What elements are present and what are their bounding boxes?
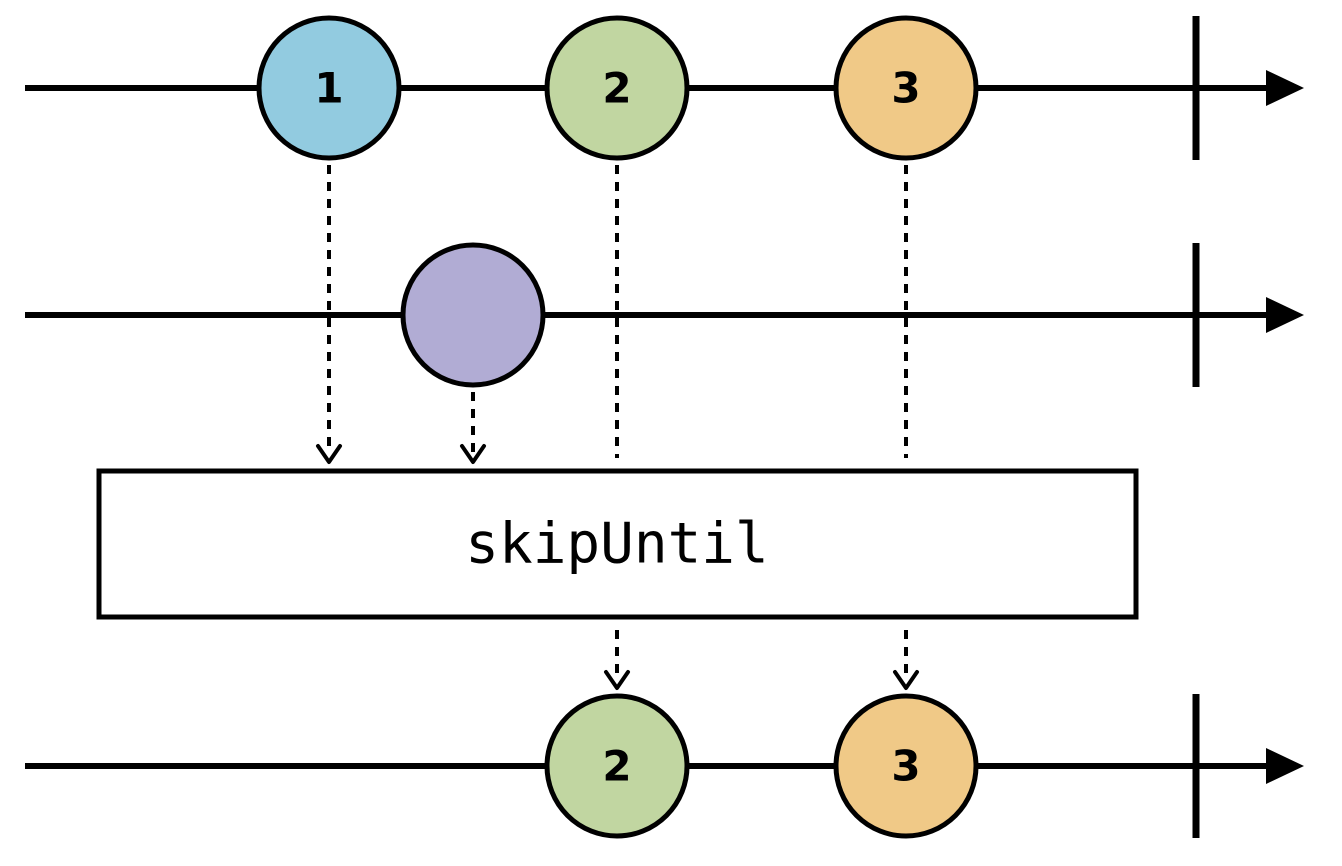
output-marble-2: 2	[544, 693, 690, 839]
output-timeline: 2 3	[25, 693, 1304, 839]
connector-arrow-icon	[460, 444, 486, 464]
marble-circle	[256, 15, 402, 161]
marble-circle	[544, 693, 690, 839]
input-connectors	[316, 165, 908, 464]
connector-arrow-icon	[604, 670, 630, 690]
notifier-marble	[400, 242, 546, 388]
marble-circle	[400, 242, 546, 388]
notifier-timeline-arrow-icon	[1266, 297, 1304, 333]
source-marble-1: 1	[256, 15, 402, 161]
source-marble-3: 3	[833, 15, 979, 161]
source-timeline: 1 2 3	[25, 15, 1304, 161]
source-timeline-arrow-icon	[1266, 70, 1304, 106]
output-connectors	[604, 630, 919, 690]
operator: skipUntil	[96, 468, 1139, 620]
marble-label: 2	[602, 742, 631, 791]
marble-label: 1	[314, 64, 343, 113]
marble-label: 3	[891, 64, 920, 113]
marble-circle	[544, 15, 690, 161]
connector-arrow-icon	[316, 444, 342, 464]
notifier-timeline	[25, 242, 1304, 388]
marble-circle	[833, 15, 979, 161]
source-marble-2: 2	[544, 15, 690, 161]
connector-arrow-icon	[893, 670, 919, 690]
operator-label: skipUntil	[465, 512, 768, 577]
operator-box	[96, 468, 1139, 620]
output-timeline-arrow-icon	[1266, 748, 1304, 784]
output-marble-3: 3	[833, 693, 979, 839]
marble-label: 3	[891, 742, 920, 791]
marble-circle	[833, 693, 979, 839]
marble-label: 2	[602, 64, 631, 113]
